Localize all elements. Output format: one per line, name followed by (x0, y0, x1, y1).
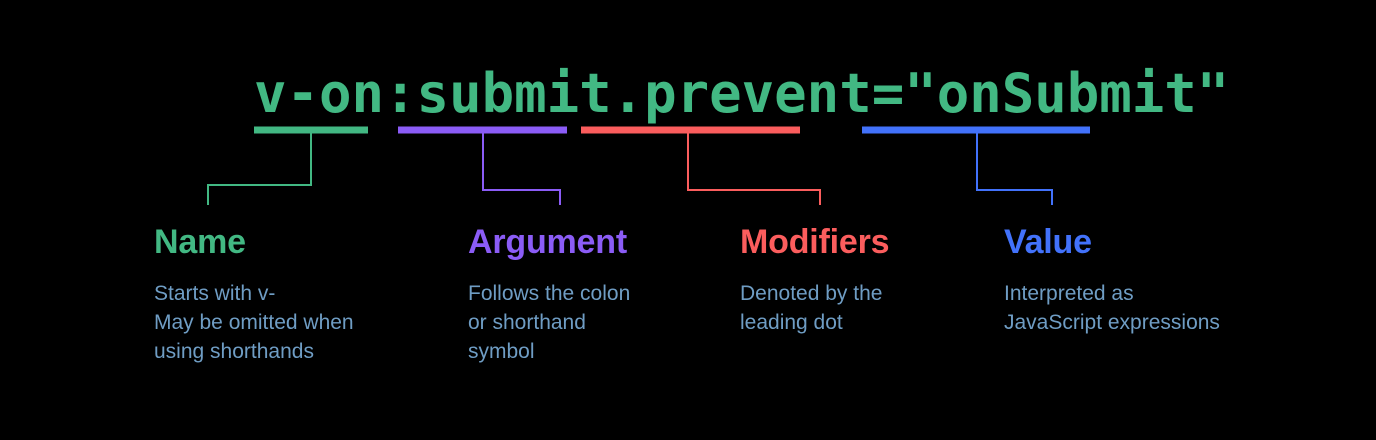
description-line: May be omitted when (154, 311, 354, 334)
part-title-name: Name (154, 223, 246, 261)
description-line: Starts with v- (154, 282, 275, 305)
part-group-argument: Argument Follows the colon or shorthand sy… (398, 126, 630, 363)
description-line: JavaScript expressions (1004, 311, 1220, 334)
description-line: Interpreted as (1004, 282, 1134, 305)
part-group-name: Name Starts with v- May be omitted when us… (154, 126, 368, 363)
description-line: using shorthands (154, 340, 314, 363)
part-description-value: Interpreted as JavaScript expressions (1004, 282, 1220, 334)
connector-line-name (207, 132, 312, 205)
code-expression: v-on:submit.prevent="onSubmit" (254, 62, 1229, 125)
part-group-modifiers: Modifiers Denoted by the leading dot (581, 126, 890, 334)
part-description-name: Starts with v- May be omitted when using s… (154, 282, 354, 363)
description-line: Denoted by the (740, 282, 882, 305)
part-title-modifiers: Modifiers (740, 223, 889, 261)
part-description-argument: Follows the colon or shorthand symbol (468, 282, 630, 363)
description-line: Follows the colon (468, 282, 630, 305)
part-group-value: Value Interpreted as JavaScript expressio… (862, 126, 1220, 334)
part-title-value: Value (1004, 223, 1092, 261)
connector-line-value (976, 132, 1053, 205)
connector-line-modifiers (687, 132, 821, 205)
connector-line-argument (482, 132, 561, 205)
description-line: symbol (468, 340, 535, 363)
description-line: or shorthand (468, 311, 586, 334)
description-line: leading dot (740, 311, 843, 334)
part-description-modifiers: Denoted by the leading dot (740, 282, 882, 334)
part-title-argument: Argument (468, 223, 627, 261)
